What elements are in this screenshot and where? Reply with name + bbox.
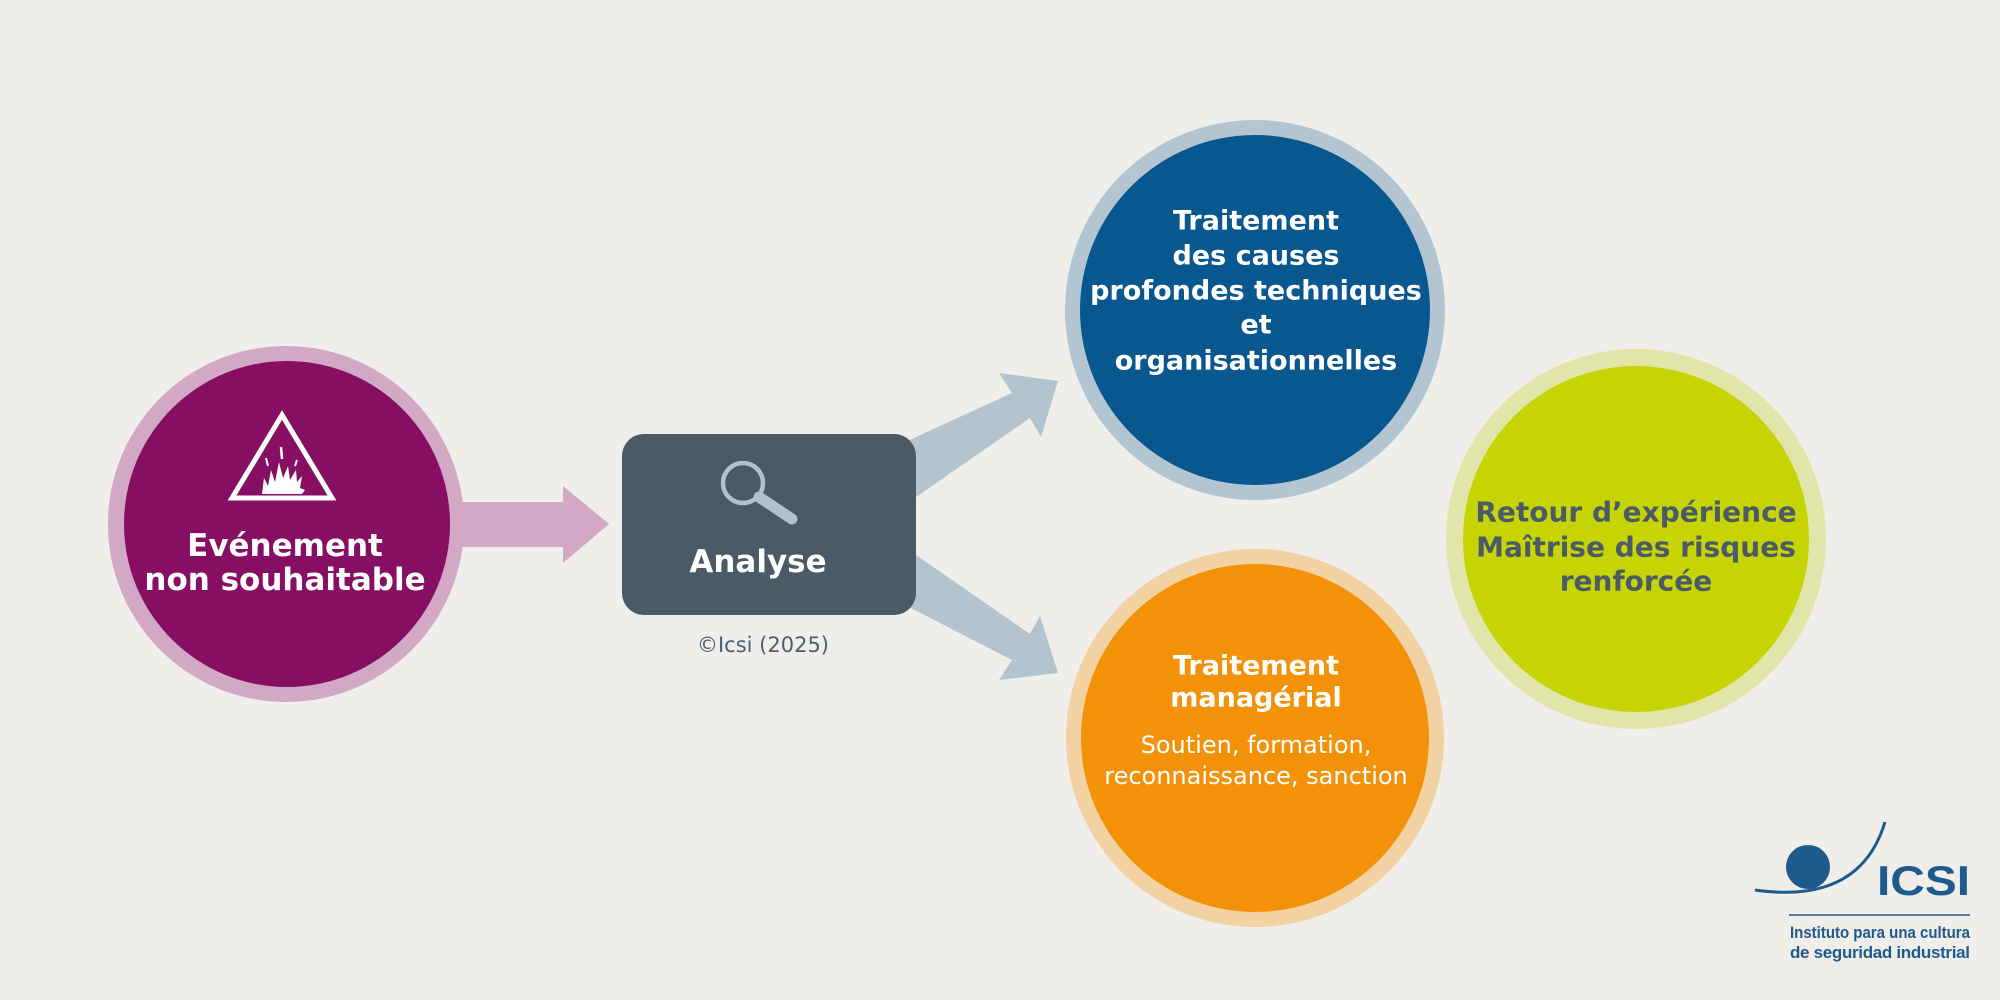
arrow-event-to-analysis (440, 486, 609, 563)
copyright-text: ©Icsi (2025) (697, 633, 829, 657)
node-feedback: Retour d’expérience Maîtrise des risques… (1446, 349, 1826, 729)
managerial-circle (1081, 564, 1429, 912)
magnifier-icon (720, 460, 798, 525)
event-circle (124, 361, 450, 687)
node-event: Evénement non souhaitable (108, 346, 464, 702)
icsi-logo: ICSI Instituto para una cultura de segur… (1754, 821, 1970, 962)
technical-label-line-1: Traitement (1173, 206, 1339, 237)
node-managerial-treatment: Traitement managérial Soutien, formation… (1066, 549, 1444, 927)
event-label-line-1: Evénement (187, 528, 383, 564)
node-analysis: Analyse (622, 434, 916, 615)
logo-dot-icon (1786, 845, 1830, 889)
technical-label-line-2: des causes (1172, 241, 1339, 272)
arrow-analysis-to-technical (905, 373, 1058, 497)
technical-label-line-3: profondes techniques (1090, 276, 1422, 307)
logo-line-2: de seguridad industrial (1790, 943, 1970, 962)
feedback-label-line-2: Maîtrise des risques (1476, 531, 1796, 564)
logo-acronym: ICSI (1877, 857, 1970, 904)
analysis-box (622, 434, 916, 615)
analysis-label: Analyse (689, 544, 826, 580)
technical-circle (1080, 135, 1430, 485)
managerial-title-line-2: managérial (1170, 683, 1341, 714)
logo-arc-icon (1754, 821, 1887, 894)
managerial-detail-line-2: reconnaissance, sanction (1104, 762, 1408, 790)
managerial-detail-line-1: Soutien, formation, (1141, 731, 1372, 759)
logo-line-1: Instituto para una cultura (1790, 923, 1970, 942)
node-technical-treatment: Traitement des causes profondes techniqu… (1065, 120, 1445, 500)
feedback-circle (1463, 366, 1809, 712)
event-label-line-2: non souhaitable (144, 562, 425, 598)
warning-explosion-icon (227, 410, 337, 501)
technical-label-line-5: organisationnelles (1115, 346, 1398, 377)
arrow-analysis-to-managerial (905, 555, 1058, 680)
feedback-label-line-1: Retour d’expérience (1475, 496, 1796, 529)
technical-label-line-4: et (1240, 310, 1271, 341)
feedback-label-line-3: renforcée (1560, 565, 1713, 598)
managerial-title-line-1: Traitement (1173, 651, 1339, 682)
